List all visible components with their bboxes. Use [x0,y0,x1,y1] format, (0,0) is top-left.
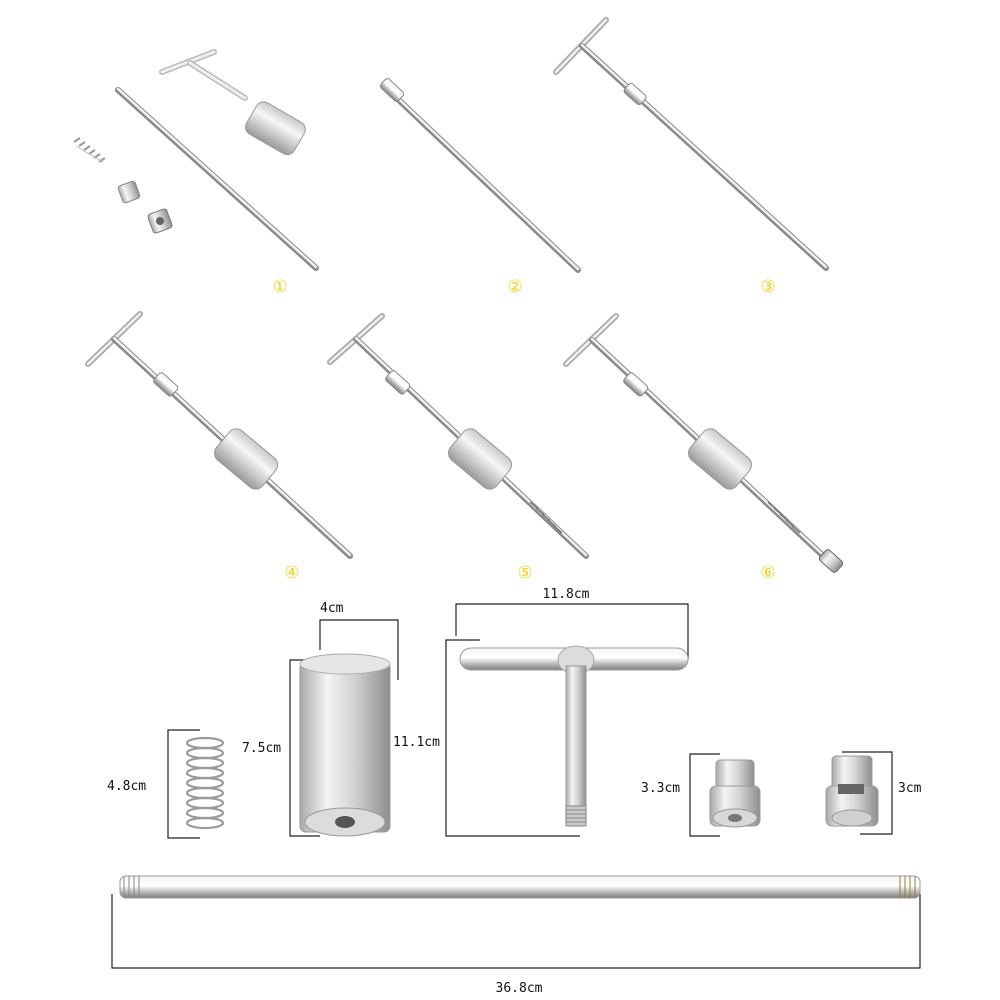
kit-number-3: ③ [760,277,775,297]
kit-1-illustration [73,49,319,271]
weight-length-label: 7.5cm [242,741,281,756]
kit-2-illustration [379,78,581,273]
spring-small [73,137,106,163]
adapter-b [825,751,893,835]
kit-5-illustration [327,313,589,559]
t-handle-height-label: 11.1cm [393,735,440,750]
kit-number-2: ② [507,277,522,297]
adapter-b-height-label: 3cm [898,781,922,796]
weight-diameter-label: 4cm [320,601,344,616]
spring-length-label: 4.8cm [107,779,146,794]
t-handle-small [159,49,248,101]
adapter-a [689,753,761,837]
rod-length-label: 36.8cm [496,981,543,996]
kit-number-4: ④ [284,563,299,583]
threaded-rod [111,875,921,969]
kit-6-illustration [563,313,844,573]
rod-long [115,87,319,271]
kit-number-1: ① [272,277,287,297]
t-handle [445,603,689,837]
spring [167,729,225,839]
kit-3-illustration [553,17,829,271]
kit-number-6: ⑥ [760,563,775,583]
kit-4-illustration [85,311,353,559]
t-handle-width-label: 11.8cm [543,587,590,602]
sleeve-small [245,101,306,156]
adapter-small-b [147,208,173,234]
kit-number-5: ⑤ [517,563,532,583]
adapter-small-a [117,180,141,204]
slide-hammer-weight [289,619,399,837]
adapter-a-height-label: 3.3cm [641,781,680,796]
